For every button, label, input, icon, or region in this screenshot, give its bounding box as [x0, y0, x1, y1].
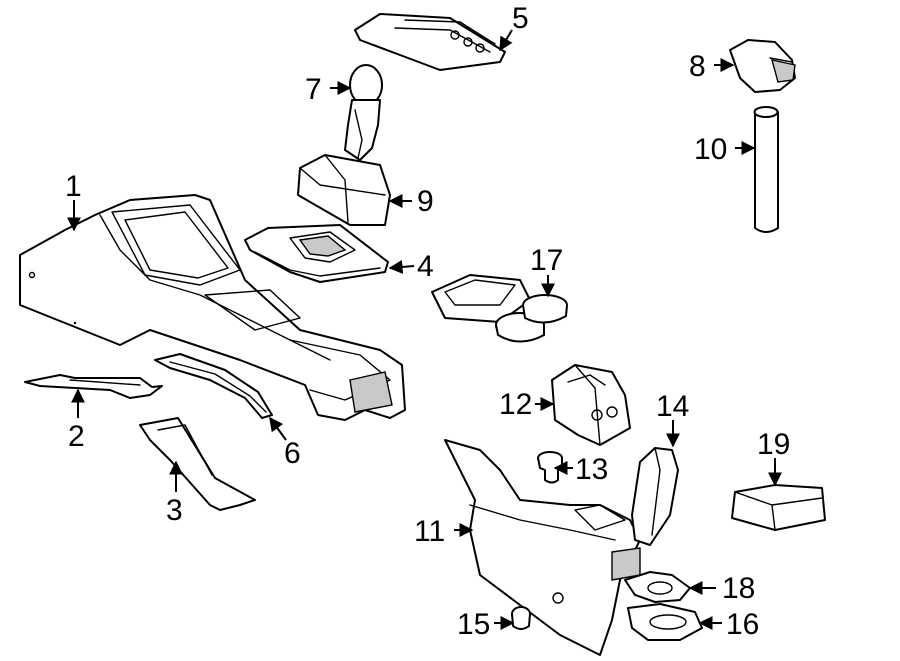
callout-18: 18	[722, 572, 755, 605]
part-3-bracket	[139, 417, 256, 511]
callout-13: 13	[575, 453, 608, 486]
part-17-cup-holder	[431, 274, 568, 343]
callout-6: 6	[284, 437, 301, 470]
callout-8: 8	[689, 50, 706, 83]
callout-4: 4	[417, 250, 434, 283]
part-11-rear-console	[444, 439, 641, 656]
part-8-knob	[729, 39, 796, 93]
part-4-bezel	[244, 224, 389, 283]
callout-1: 1	[65, 170, 82, 203]
part-10-tube	[753, 106, 779, 233]
part-19-tray	[731, 484, 826, 531]
leader-5	[499, 29, 513, 52]
callout-9: 9	[417, 185, 434, 218]
callout-5: 5	[512, 2, 529, 35]
callout-3: 3	[166, 494, 183, 527]
leader-lines	[67, 29, 782, 630]
part-1-console	[19, 194, 406, 421]
leader-6	[269, 416, 287, 441]
callout-10: 10	[694, 133, 727, 166]
callout-19: 19	[757, 428, 790, 461]
part-5-trim-plate	[354, 13, 506, 71]
leader-4	[388, 259, 415, 274]
callout-labels: 1 2 3 4 5 6 7 8 9 10 11 12 13 14 15 16 1…	[65, 2, 790, 641]
part-2-bracket	[24, 374, 163, 399]
callout-16: 16	[726, 608, 759, 641]
callout-17: 17	[530, 244, 563, 277]
part-7-shift-knob	[344, 64, 383, 161]
callout-7: 7	[305, 73, 322, 106]
part-14-lid	[631, 447, 679, 546]
callout-12: 12	[499, 388, 532, 421]
part-9-boot-base	[297, 154, 391, 226]
part-12-housing	[551, 364, 631, 446]
part-6-trim-strip	[154, 353, 273, 419]
callout-14: 14	[656, 390, 689, 423]
part-15-cap	[511, 606, 531, 630]
part-16-cup-base	[627, 603, 703, 641]
callout-15: 15	[457, 608, 490, 641]
callout-11: 11	[414, 515, 445, 548]
callout-2: 2	[68, 420, 85, 453]
part-18-cup-ring	[624, 571, 691, 603]
